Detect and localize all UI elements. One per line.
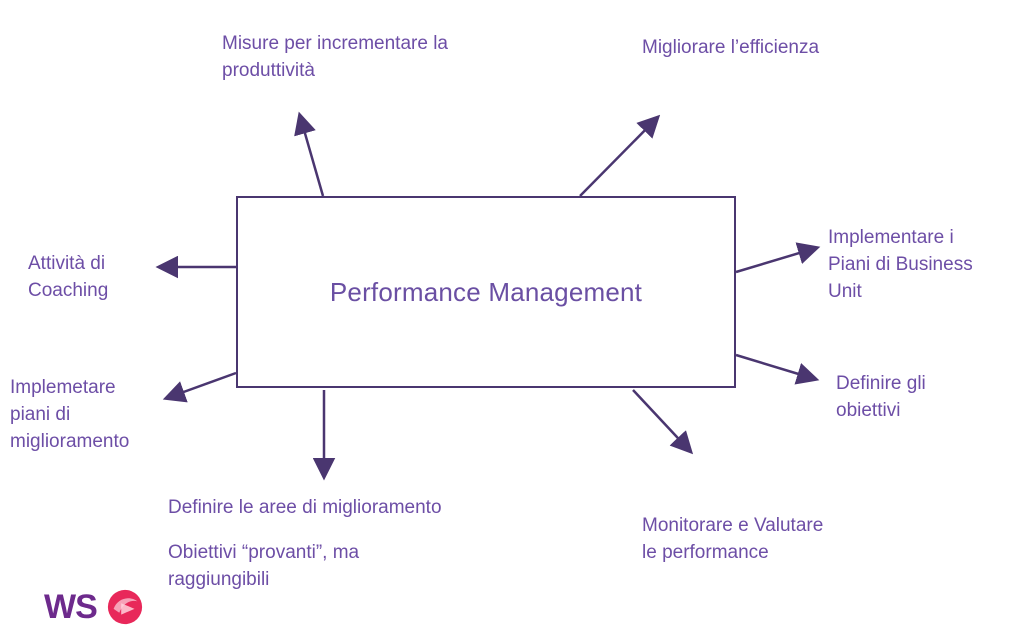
label-bottom-right: Monitorare e Valutare le performance <box>642 515 824 563</box>
label-left-upper: Attività di Coaching <box>28 253 109 301</box>
label-right-lower: Definire gli obiettivi <box>836 373 926 421</box>
arrow-bottom-right <box>632 389 694 455</box>
logo-text: WS <box>44 588 98 626</box>
arrow-top-left <box>294 111 325 197</box>
ws-logo: WS <box>44 586 154 630</box>
arrow-right-upper <box>735 242 821 274</box>
label-top-left: Misure per incrementare la produttività <box>222 33 448 81</box>
label-right-upper: Implementare i Piani di Business Unit <box>828 227 973 302</box>
central-box: Performance Management <box>236 196 736 388</box>
label-top-right: Migliorare l’efficienza <box>642 37 820 58</box>
arrow-top-right <box>579 114 661 197</box>
central-title: Performance Management <box>329 276 643 307</box>
arrow-left-lower <box>162 371 237 403</box>
arrow-right-lower <box>735 353 820 385</box>
logo-mark-icon <box>107 589 143 625</box>
label-bottom-center-sub: Obiettivi “provanti”, ma raggiungibili <box>168 542 360 590</box>
label-bottom-center: Definire le aree di miglioramento <box>168 497 442 518</box>
label-left-lower: Implemetare piani di miglioramento <box>10 377 130 452</box>
